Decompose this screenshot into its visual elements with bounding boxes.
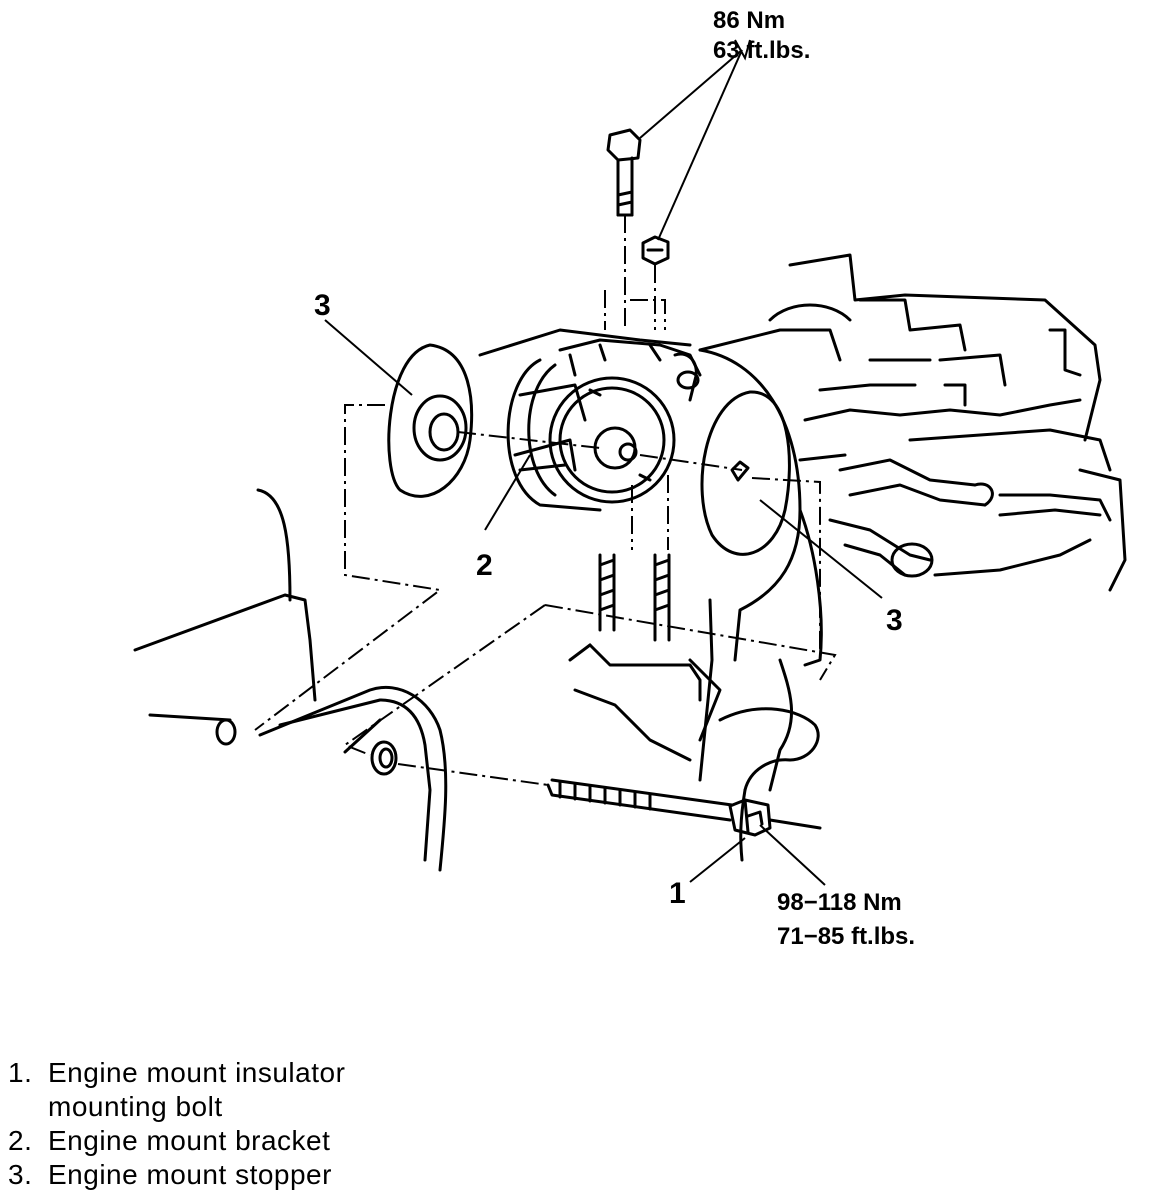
engine-mount-drawing: 86 Nm 63 ft.lbs. 3 2 3 1 98−118 Nm 71−85…	[133, 7, 1127, 950]
callout-1: 1	[669, 877, 686, 910]
left-frame	[133, 488, 448, 872]
legend-item-1-number: 1.	[8, 1057, 33, 1088]
legend-item-2: 2. Engine mount bracket	[8, 1124, 345, 1158]
alignment-lines	[254, 215, 837, 786]
legend-item-1-text: Engine mount insulator	[48, 1057, 346, 1088]
legend-item-3: 3. Engine mount stopper	[8, 1158, 345, 1192]
callout-2: 2	[476, 549, 493, 582]
callout-3-right: 3	[886, 604, 903, 637]
parts-legend: 1. Engine mount insulator mounting bolt …	[8, 1056, 345, 1192]
legend-item-1: 1. Engine mount insulator	[8, 1056, 345, 1090]
torque-bottom-line1: 98−118 Nm	[777, 889, 902, 916]
legend-item-1-continuation: mounting bolt	[48, 1091, 223, 1122]
mount-studs	[568, 553, 702, 762]
right-engine-mount-stopper	[700, 390, 791, 556]
legend-item-2-text: Engine mount bracket	[48, 1125, 331, 1156]
callout-3-left: 3	[314, 289, 331, 322]
legend-item-2-number: 2.	[8, 1125, 33, 1156]
torque-top-line2: 63 ft.lbs.	[713, 37, 810, 64]
top-bolt	[606, 128, 642, 217]
torque-bottom-line2: 71−85 ft.lbs.	[777, 923, 915, 950]
insulator-mounting-bolt	[546, 778, 822, 837]
engine-block	[698, 253, 1127, 592]
legend-item-3-text: Engine mount stopper	[48, 1159, 332, 1190]
legend-item-3-number: 3.	[8, 1159, 33, 1190]
body-bracket	[688, 348, 823, 862]
left-engine-mount-stopper	[387, 343, 474, 498]
leader-lines	[324, 39, 883, 886]
torque-top-line1: 86 Nm	[713, 7, 785, 34]
top-nut	[641, 235, 670, 266]
